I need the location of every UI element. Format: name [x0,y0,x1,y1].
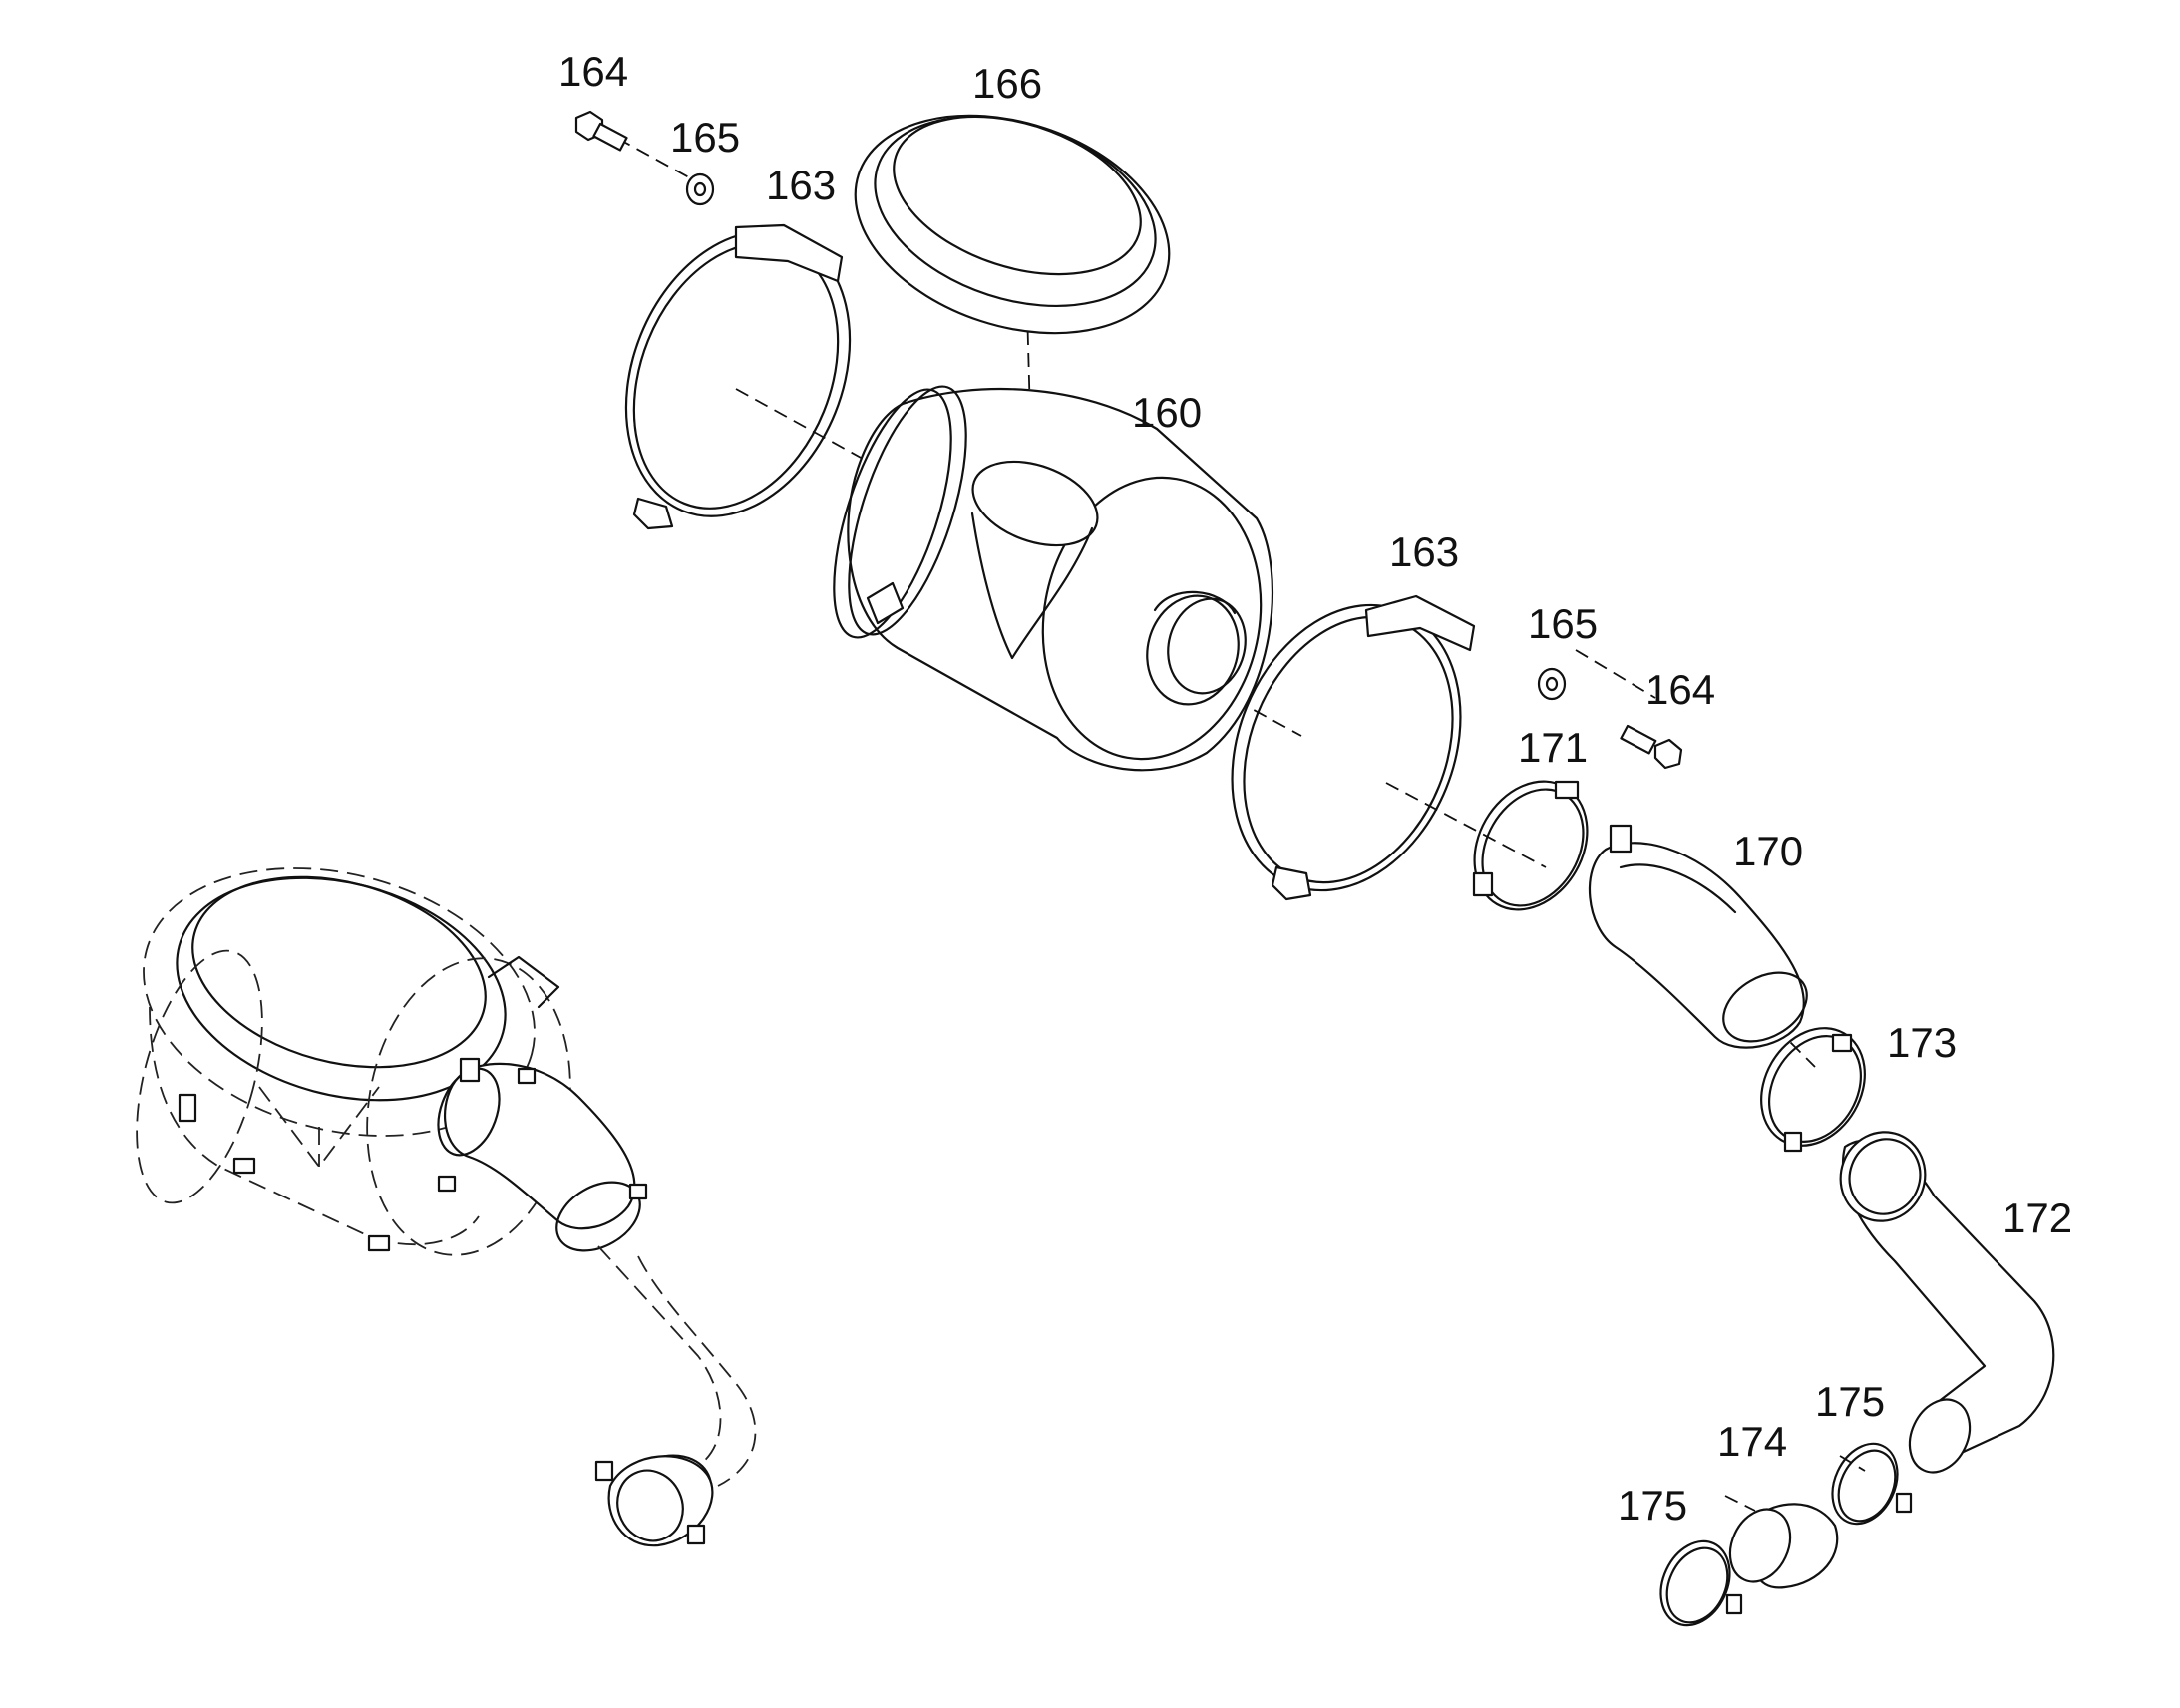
callout-165-lower: 165 [1528,600,1598,647]
callout-173: 173 [1887,1019,1957,1066]
intake-elbow-170 [1588,824,1808,1049]
callout-171: 171 [1518,724,1588,771]
callout-165-upper: 165 [670,114,740,161]
air-filter-housing-160 [833,385,1274,772]
callout-166: 166 [972,60,1042,107]
bolt-164-upper [574,110,628,152]
callout-175-lower: 175 [1618,1482,1687,1529]
washer-165-upper [685,172,715,206]
callout-175-upper: 175 [1815,1378,1885,1425]
assembled-view-phantom [136,867,757,1547]
assembly-axis-lines [597,127,1866,1512]
air-filter-cover-166 [854,114,1171,335]
callout-163-lower: 163 [1389,528,1459,575]
bolt-164-lower [1620,724,1683,770]
outlet-pipe-172 [1839,1131,2055,1474]
callout-170: 170 [1733,828,1803,874]
hose-clamp-171 [1472,780,1589,911]
hose-clamp-175-lower [1659,1539,1743,1627]
callout-164-upper: 164 [558,48,628,95]
callout-174: 174 [1717,1418,1787,1465]
callout-172: 172 [2002,1195,2072,1241]
mounting-band-163-lower [1231,594,1476,901]
hose-clamp-175-upper [1831,1442,1913,1526]
callout-labels: 164 165 163 166 160 163 165 164 171 170 … [558,48,2072,1529]
rubber-sleeve-174 [1728,1503,1839,1589]
washer-165-lower [1537,667,1567,701]
callout-160: 160 [1132,389,1202,436]
callout-164-lower: 164 [1645,666,1715,713]
callout-163-upper: 163 [766,162,836,208]
mounting-band-163-upper [624,223,852,530]
hose-clamp-173 [1760,1027,1866,1153]
